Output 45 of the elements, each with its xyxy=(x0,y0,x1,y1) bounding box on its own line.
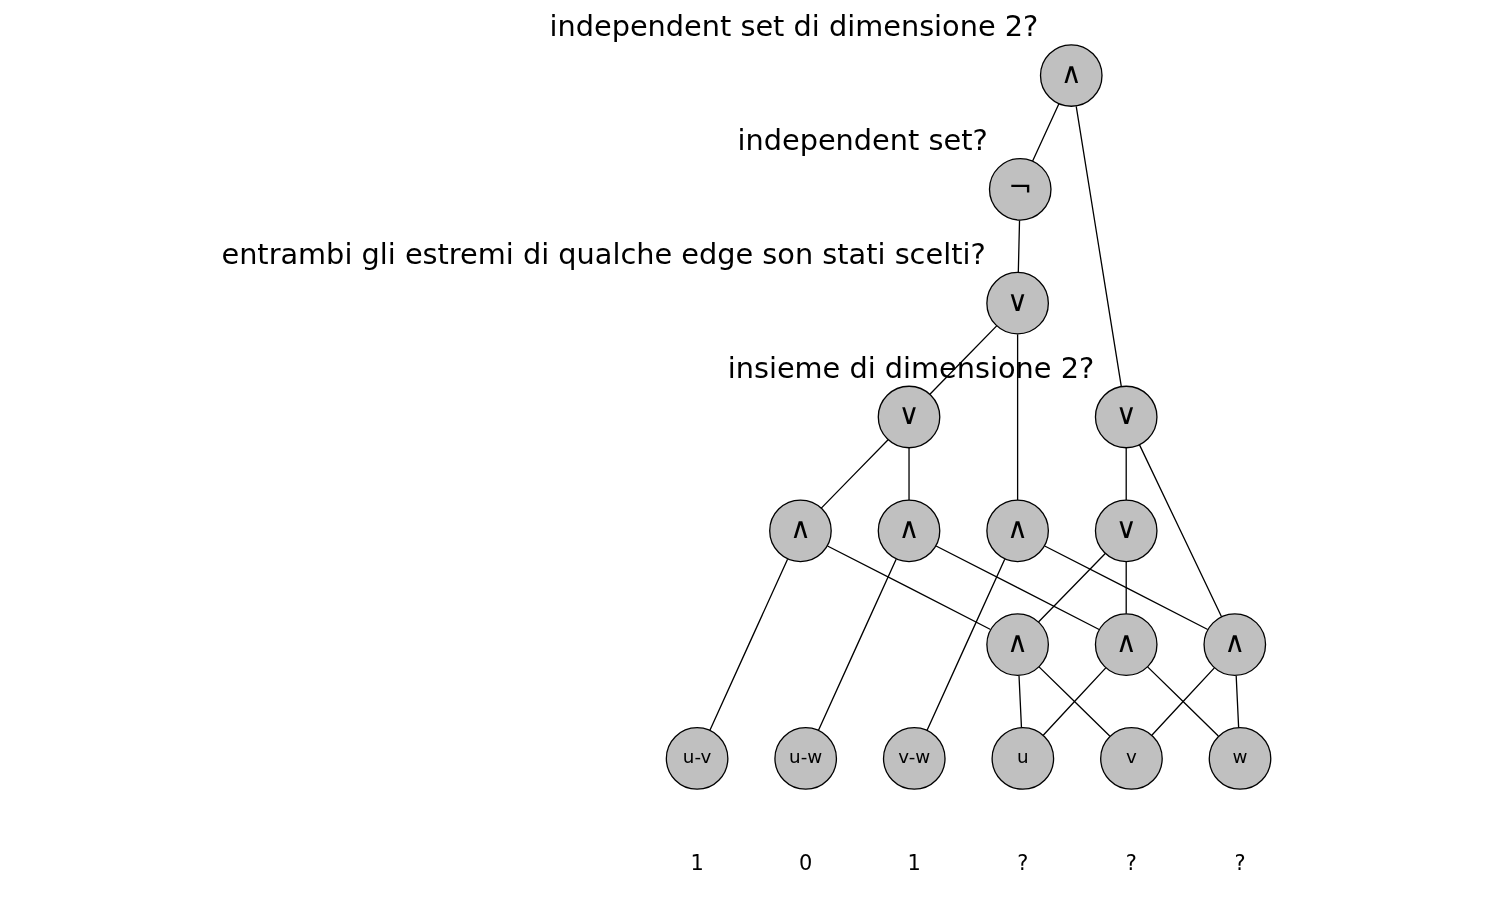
connector xyxy=(1031,103,1060,162)
node-label: 1 xyxy=(689,851,704,876)
connector xyxy=(1125,561,1127,615)
node-circle: ∧ xyxy=(1094,613,1158,677)
connector xyxy=(1235,675,1239,729)
connector xyxy=(820,439,889,509)
connector xyxy=(934,545,1100,631)
node-label: ? xyxy=(1125,851,1137,876)
connector xyxy=(1138,444,1222,618)
node-circle: ∨ xyxy=(877,385,940,449)
node-label: ? xyxy=(1016,851,1028,876)
connector xyxy=(1017,219,1020,273)
node-label: entrambi gli estremi di qualche edge son stati scelti? xyxy=(220,237,986,272)
node-circle: ∧ xyxy=(768,499,832,563)
connector xyxy=(1125,447,1127,501)
node-circle: v-w xyxy=(882,727,946,790)
node-circle: ¬ xyxy=(988,157,1052,221)
connector xyxy=(826,545,991,631)
connector xyxy=(1017,675,1022,729)
connector xyxy=(708,558,788,732)
node-label: independent set di dimensione 2? xyxy=(548,9,1038,44)
node-circle: ∨ xyxy=(985,271,1049,335)
node-circle: u xyxy=(990,727,1054,790)
node-circle: ∧ xyxy=(877,499,940,563)
node-circle: w xyxy=(1208,727,1271,790)
node-circle: ∧ xyxy=(985,499,1049,563)
connector xyxy=(1037,552,1106,623)
node-circle: u-v xyxy=(665,727,728,790)
node-circle: ∧ xyxy=(985,613,1049,677)
node-circle: ∨ xyxy=(1094,385,1158,449)
node-circle: ∨ xyxy=(1094,499,1158,563)
node-label: independent set? xyxy=(736,123,988,158)
connector xyxy=(925,558,1005,732)
node-label: ? xyxy=(1233,851,1246,876)
connector xyxy=(1016,333,1018,501)
connector xyxy=(1075,105,1122,388)
connector xyxy=(1043,545,1208,631)
node-label: 1 xyxy=(907,851,921,876)
node-label: 0 xyxy=(798,851,812,876)
node-circle: u-w xyxy=(773,727,837,790)
node-circle: v xyxy=(1099,727,1163,790)
node-circle: ∧ xyxy=(1039,44,1103,107)
node-circle: ∧ xyxy=(1202,613,1266,677)
connector xyxy=(817,558,897,732)
connector xyxy=(907,447,910,501)
